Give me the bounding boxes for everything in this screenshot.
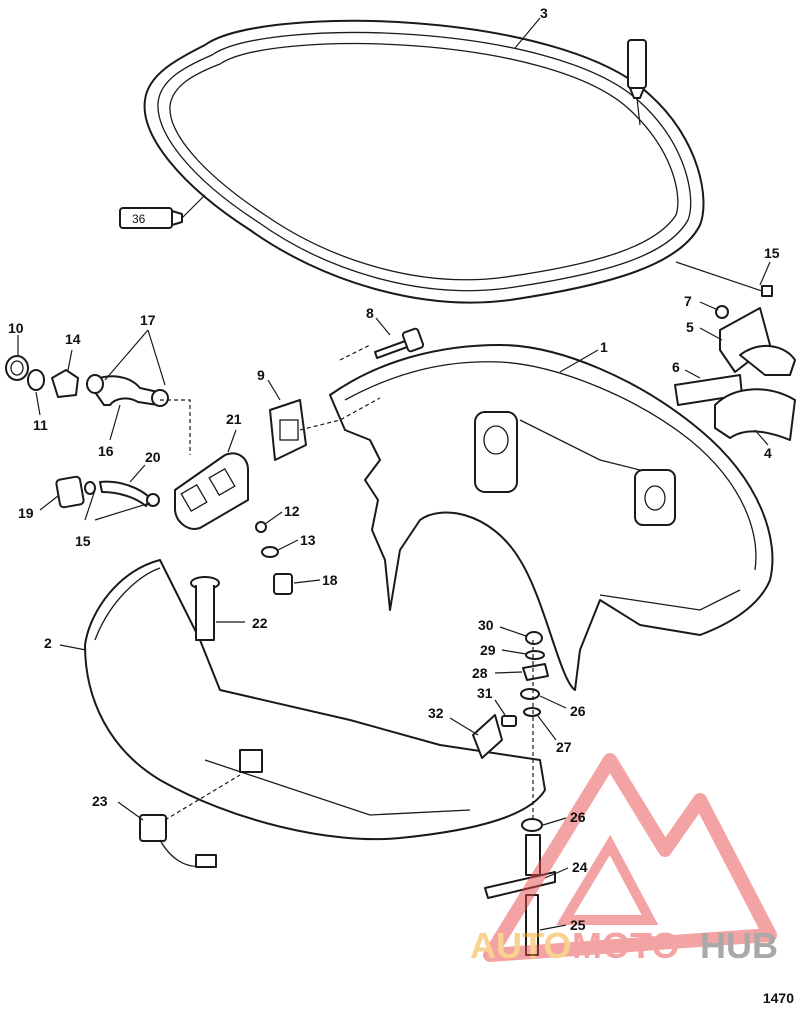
leader-lines bbox=[17, 17, 771, 931]
fitting-assembly bbox=[5, 355, 79, 398]
callout-15-top: 15 bbox=[764, 245, 780, 261]
latch-bracket bbox=[269, 399, 307, 461]
callout-10: 10 bbox=[8, 320, 24, 336]
callout-25: 25 bbox=[570, 917, 586, 933]
callout-30: 30 bbox=[478, 617, 494, 633]
callout-22: 22 bbox=[252, 615, 268, 631]
callout-28: 28 bbox=[472, 665, 488, 681]
callout-5: 5 bbox=[686, 319, 694, 335]
bolt bbox=[374, 327, 425, 359]
sealant-tube-icon bbox=[627, 39, 647, 126]
callout-17: 17 bbox=[140, 312, 156, 328]
switch-with-leads bbox=[139, 814, 217, 868]
sealant-tube-label: 36 bbox=[132, 212, 146, 226]
cable-tie bbox=[675, 261, 773, 297]
callout-2: 2 bbox=[44, 635, 52, 651]
callout-26-low: 26 bbox=[570, 809, 586, 825]
callout-1: 1 bbox=[600, 339, 608, 355]
connection-lines bbox=[160, 344, 534, 821]
callout-9: 9 bbox=[257, 367, 265, 383]
callout-7: 7 bbox=[684, 293, 692, 309]
callout-20: 20 bbox=[145, 449, 161, 465]
elbow-hose bbox=[86, 374, 169, 407]
watermark-auto: AUTO bbox=[470, 925, 571, 966]
watermark-moto: MOTO bbox=[572, 925, 679, 966]
callout-3: 3 bbox=[540, 5, 548, 21]
hose-connector bbox=[55, 475, 160, 509]
callout-6: 6 bbox=[672, 359, 680, 375]
callout-27: 27 bbox=[556, 739, 572, 755]
bottom-cowl-port bbox=[84, 559, 546, 841]
callout-19: 19 bbox=[18, 505, 34, 521]
callout-8: 8 bbox=[366, 305, 374, 321]
callout-16: 16 bbox=[98, 443, 114, 459]
grommet-panel bbox=[174, 452, 249, 530]
callout-14: 14 bbox=[65, 331, 81, 347]
latch-hardware bbox=[472, 631, 549, 759]
automotohub-watermark: AUTO MOTO HUB bbox=[470, 753, 778, 966]
callout-18: 18 bbox=[322, 572, 338, 588]
figure-number: 1470 bbox=[762, 990, 794, 1006]
callout-15-left: 15 bbox=[75, 533, 91, 549]
callout-11: 11 bbox=[33, 417, 48, 433]
callout-26-mid: 26 bbox=[570, 703, 586, 719]
exhaust-hardware bbox=[674, 305, 796, 441]
callout-numbers: 3 1 2 4 5 6 7 8 9 10 11 14 15 17 16 21 2… bbox=[8, 5, 780, 933]
callout-12: 12 bbox=[284, 503, 300, 519]
sealant-tube-36-icon: 36 bbox=[119, 194, 206, 229]
watermark-hub: HUB bbox=[700, 925, 778, 966]
bottom-cowl-starboard bbox=[329, 344, 774, 691]
callout-31: 31 bbox=[477, 685, 493, 701]
cowl-seal bbox=[143, 19, 705, 304]
callout-13: 13 bbox=[300, 532, 316, 548]
callout-23: 23 bbox=[92, 793, 108, 809]
callout-21: 21 bbox=[226, 411, 242, 427]
callout-4: 4 bbox=[764, 445, 772, 461]
callout-29: 29 bbox=[480, 642, 496, 658]
callout-24: 24 bbox=[572, 859, 588, 875]
grommet-tube bbox=[190, 576, 220, 641]
small-fasteners bbox=[255, 521, 293, 595]
callout-32: 32 bbox=[428, 705, 444, 721]
